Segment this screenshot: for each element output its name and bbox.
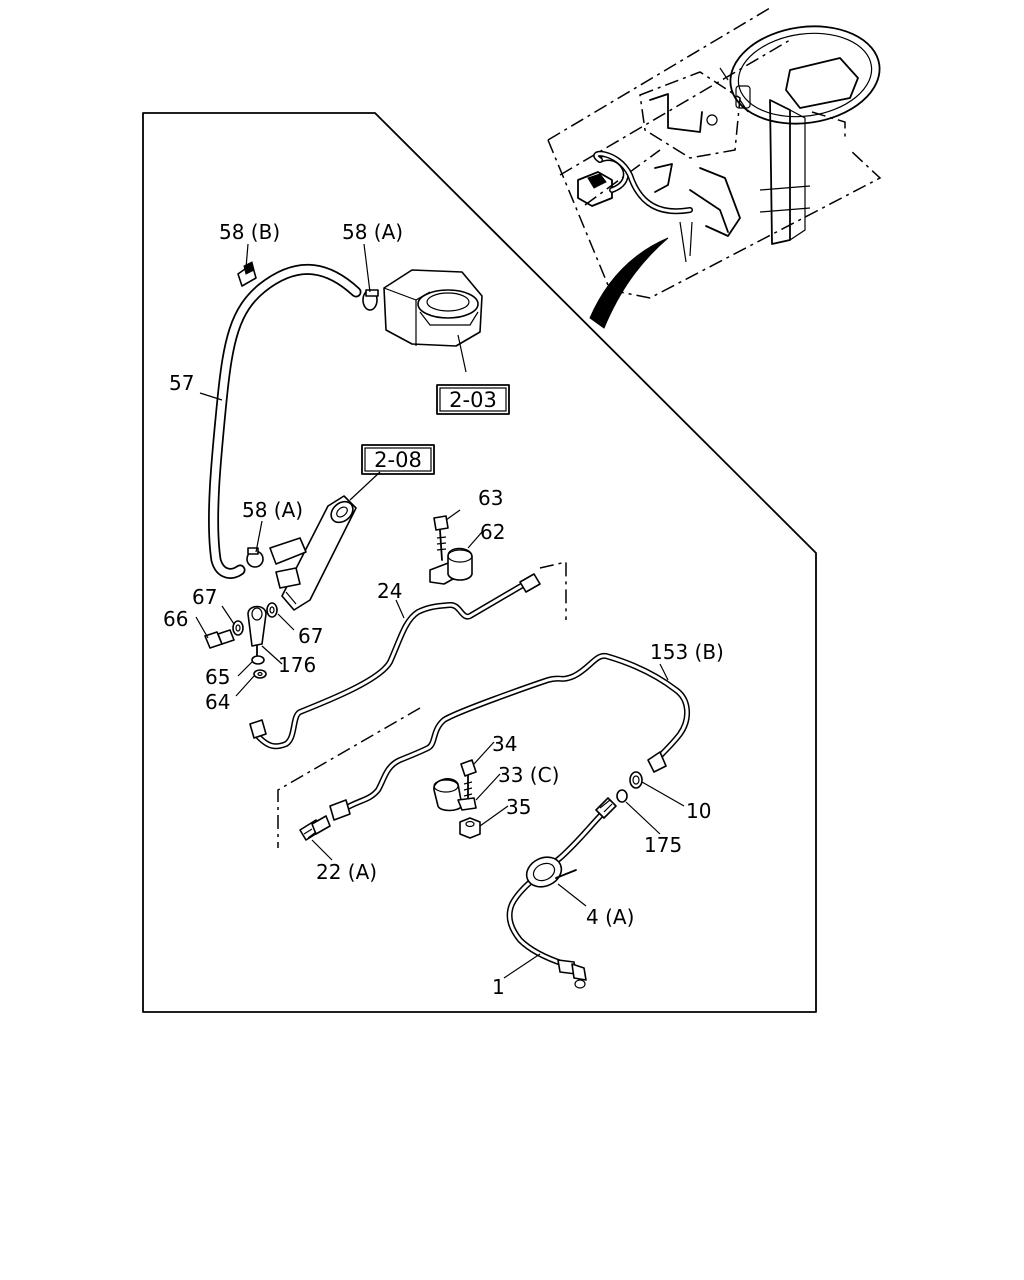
clip-33c xyxy=(433,778,477,812)
hose-clamp-4a xyxy=(525,856,577,888)
callout-58a-upper: 58 (A) xyxy=(342,220,403,244)
callout-58b: 58 (B) xyxy=(219,220,280,244)
ref-box-2-08-label: 2-08 xyxy=(374,448,422,472)
pipe-153b xyxy=(277,652,690,848)
part-callouts: 58 (B) 58 (A) 57 58 (A) 63 62 24 67 66 6… xyxy=(163,220,724,999)
washer-65 xyxy=(251,655,265,665)
callout-58a-lower: 58 (A) xyxy=(242,498,303,522)
clip-58b xyxy=(237,261,257,287)
callout-175: 175 xyxy=(644,833,682,857)
pipe-24 xyxy=(249,561,567,750)
reservoir-tank xyxy=(383,269,483,373)
callout-4a: 4 (A) xyxy=(586,905,634,929)
flexible-hose-1 xyxy=(506,797,617,989)
nut-35 xyxy=(459,817,481,839)
ref-box-2-08: 2-08 xyxy=(361,444,435,475)
callout-64: 64 xyxy=(205,690,230,714)
callout-67-left: 67 xyxy=(192,585,217,609)
detail-boundary xyxy=(142,112,817,1013)
callout-62: 62 xyxy=(480,520,505,544)
ref-box-2-03-label: 2-03 xyxy=(449,388,497,412)
callout-153b: 153 (B) xyxy=(650,640,724,664)
washer-64 xyxy=(253,669,267,679)
callout-57: 57 xyxy=(169,371,194,395)
callout-33c: 33 (C) xyxy=(498,763,559,787)
gasket-175 xyxy=(616,789,628,803)
callout-35: 35 xyxy=(506,795,531,819)
callout-66: 66 xyxy=(163,607,188,631)
callout-176: 176 xyxy=(278,653,316,677)
leader-lines xyxy=(195,243,685,979)
callout-24: 24 xyxy=(377,579,402,603)
callout-34: 34 xyxy=(492,732,517,756)
union-bolt-66 xyxy=(204,629,235,649)
gasket-67-left xyxy=(232,620,244,636)
callout-67-right: 67 xyxy=(298,624,323,648)
bolt-63 xyxy=(433,515,449,561)
connector-22a xyxy=(299,815,331,841)
callout-10: 10 xyxy=(686,799,711,823)
ref-box-2-03: 2-03 xyxy=(436,384,510,415)
vehicle-overview-inset xyxy=(547,7,882,329)
bolt-34 xyxy=(460,759,477,807)
eye-joint-176 xyxy=(247,605,267,657)
callout-1: 1 xyxy=(492,975,505,999)
clip-62 xyxy=(429,547,473,585)
callout-65: 65 xyxy=(205,665,230,689)
callout-63: 63 xyxy=(478,486,503,510)
master-cylinder xyxy=(269,495,357,611)
clamp-58a-lower xyxy=(246,547,264,568)
gasket-67-right xyxy=(266,602,278,618)
callout-22a: 22 (A) xyxy=(316,860,377,884)
gasket-10 xyxy=(629,771,643,789)
clamp-58a-upper xyxy=(362,289,379,311)
